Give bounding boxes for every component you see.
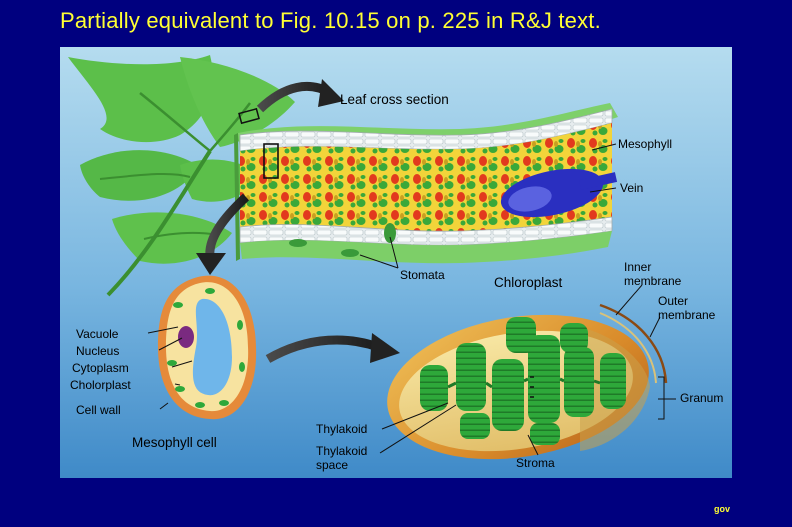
grana-stacks [420,317,626,445]
label-thylakoid-space-line1: Thylakoid [316,444,368,458]
diagram-panel: Leaf cross section Mesophyll Vein Stomat… [60,47,732,478]
arrow-head-icon-3 [370,333,400,363]
label-vacuole: Vacuole [76,327,119,341]
label-stomata: Stomata [400,268,445,282]
label-cholorplast: Cholorplast [70,378,131,392]
label-thylakoid-space-line2: space [316,458,349,472]
label-nucleus: Nucleus [76,344,120,358]
label-stroma: Stroma [516,456,555,470]
leader-lines [147,143,676,456]
nucleus-shape [178,326,194,348]
label-inner-membrane-line2: membrane [624,274,682,288]
label-outer-membrane-line2: membrane [658,308,716,322]
label-cytoplasm: Cytoplasm [72,361,129,375]
label-leaf-cross-section: Leaf cross section [340,92,449,107]
label-granum: Granum [680,391,724,405]
chloroplast-illustration [387,303,668,460]
arrow-section-to-cell [205,193,250,258]
label-mesophyll: Mesophyll [618,137,673,151]
label-cell-wall: Cell wall [76,403,121,417]
slide-title: Partially equivalent to Fig. 10.15 on p.… [60,8,601,33]
mesophyll-cell [158,275,257,420]
leaf-illustration [68,55,295,297]
label-inner-membrane-line1: Inner [624,260,652,274]
arrow-head-icon [318,79,344,107]
label-outer-membrane-line1: Outer [658,294,689,308]
label-thylakoid: Thylakoid [316,422,368,436]
diagram-artwork [60,47,732,478]
label-vein: Vein [620,181,644,195]
footer-text: gov [714,504,731,514]
leaf-cross-section [234,103,618,264]
arrow-cell-to-chloroplast [265,335,380,363]
vacuole-shape [192,298,232,396]
label-chloroplast: Chloroplast [494,275,563,290]
arrow-head-icon-2 [196,253,226,275]
label-mesophyll-cell: Mesophyll cell [132,435,217,450]
